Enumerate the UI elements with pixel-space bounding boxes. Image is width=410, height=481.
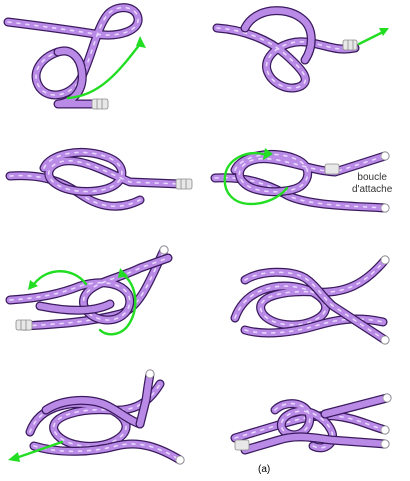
right-arrow-icon bbox=[359, 32, 383, 44]
step-8-panel bbox=[205, 360, 410, 480]
attachment-loop-label-line2: d'attache bbox=[352, 184, 392, 196]
step-1-panel bbox=[0, 0, 205, 120]
step-1-rope bbox=[0, 0, 205, 120]
step-2-rope bbox=[217, 11, 389, 88]
attachment-loop-label: boucle d'attache bbox=[352, 172, 392, 196]
step-7-panel bbox=[0, 360, 205, 480]
step-6-panel bbox=[205, 240, 410, 360]
step-3-rope bbox=[10, 152, 192, 206]
figure-caption: (a) bbox=[258, 464, 270, 476]
step-5-panel bbox=[0, 240, 205, 360]
step-6-rope bbox=[235, 256, 389, 344]
attachment-loop-label-line1: boucle bbox=[352, 172, 392, 184]
step-8-rope bbox=[235, 394, 391, 450]
step-2-panel bbox=[205, 0, 410, 120]
step-7-rope bbox=[8, 370, 184, 464]
step-3-panel bbox=[0, 120, 205, 240]
step-5-rope bbox=[10, 246, 168, 334]
